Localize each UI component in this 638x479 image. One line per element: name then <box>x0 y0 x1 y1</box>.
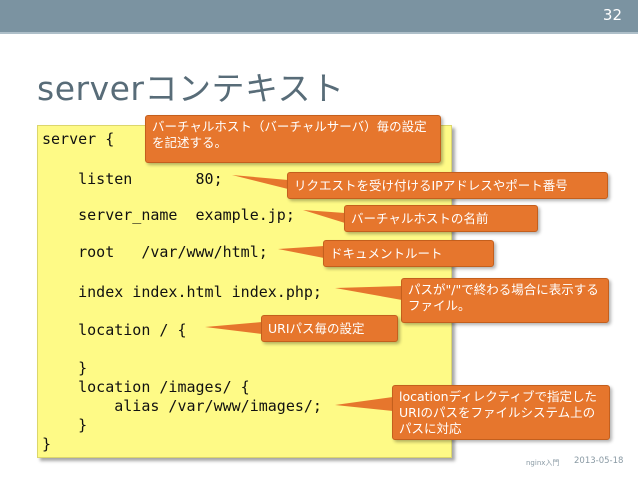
code-line-listen: listen 80; <box>42 170 223 188</box>
callout-alias: locationディレクティブで指定したURIのパスをファイルシステム上のパスに… <box>392 385 610 440</box>
code-line-root: root /var/www/html; <box>42 243 268 261</box>
footer-date: 2013-05-18 <box>574 456 624 466</box>
slide-title: serverコンテキスト <box>37 69 345 108</box>
footer-label: nginx入門 <box>526 459 560 467</box>
code-line-location-images: location /images/ { <box>42 378 250 396</box>
callout-server-name: バーチャルホストの名前 <box>344 205 538 232</box>
code-line-alias: alias /var/www/images/; <box>42 397 322 415</box>
code-line-location: location / { <box>42 321 187 339</box>
callout-location: URIパス毎の設定 <box>261 315 398 342</box>
header-bar: 32 <box>0 0 638 32</box>
callout-index: パスが"/"で終わる場合に表示するファイル。 <box>401 278 609 323</box>
code-line-server-name: server_name example.jp; <box>42 206 295 224</box>
header-divider <box>0 32 638 34</box>
code-line-server: server { <box>42 130 115 148</box>
code-line-location-close: } <box>42 359 88 377</box>
code-line-images-close: } <box>42 416 88 434</box>
page-number: 32 <box>602 6 622 24</box>
callout-listen: リクエストを受け付けるIPアドレスやポート番号 <box>287 172 608 199</box>
callout-root: ドキュメントルート <box>323 240 494 267</box>
callout-virtual-host: バーチャルホスト（バーチャルサーバ）毎の設定を記述する。 <box>145 115 441 163</box>
code-line-index: index index.html index.php; <box>42 283 322 301</box>
code-line-server-close: } <box>42 435 52 453</box>
